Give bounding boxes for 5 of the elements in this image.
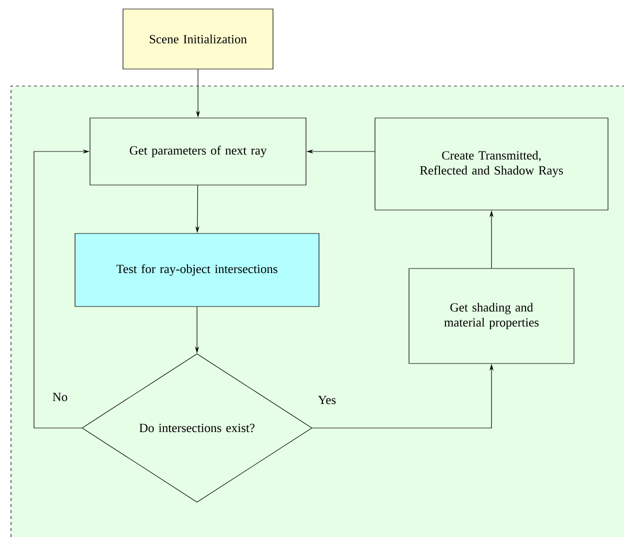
process-box: Create Transmitted, Reflected and Shadow Rays (374, 118, 608, 210)
process-box: Test for ray-object intersections (74, 233, 320, 307)
process-box: Get shading and material properties (408, 268, 574, 364)
process-box: Scene Initialization (122, 8, 274, 70)
process-box: Get parameters of next ray (90, 118, 306, 186)
